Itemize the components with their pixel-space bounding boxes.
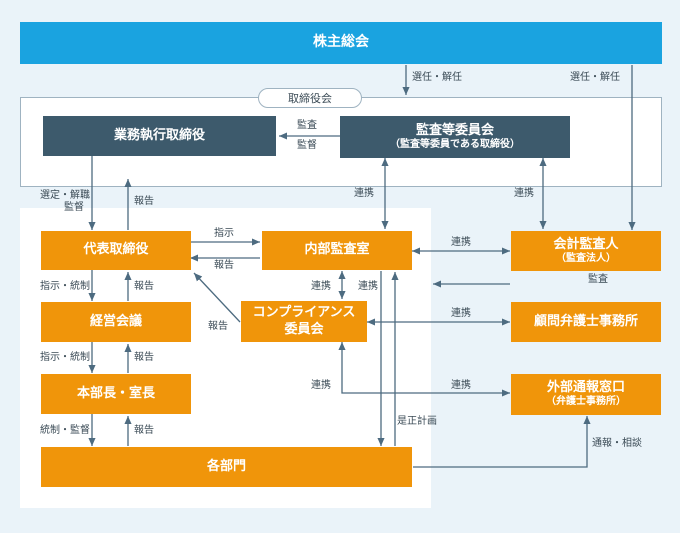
exec-directors-box: 業務執行取締役 <box>43 116 276 156</box>
management-meeting-label: 経営会議 <box>89 313 142 329</box>
departments-label: 各部門 <box>206 458 246 474</box>
internal-audit-box: 内部監査室 <box>262 231 412 270</box>
representative-director-box: 代表取締役 <box>41 231 191 270</box>
shareholders-meeting-label: 株主総会 <box>313 34 369 51</box>
label-coop-ia-comp: 連携 <box>311 281 331 292</box>
management-meeting-box: 経営会議 <box>41 302 191 342</box>
label-report-ia: 報告 <box>214 260 234 271</box>
division-heads-box: 本部長・室長 <box>41 374 191 414</box>
board-label: 取締役会 <box>288 92 332 105</box>
shareholders-meeting-box: 株主総会 <box>20 22 662 64</box>
audit-committee-box: 監査等委員会 （監査等委員である取締役） <box>340 116 570 158</box>
label-instruct-control-1: 指示・統制 <box>40 281 90 292</box>
label-control-supervise: 統制・監督 <box>40 425 90 436</box>
label-audit: 監査 <box>297 120 317 131</box>
label-coop-ia-acct: 連携 <box>451 237 471 248</box>
label-coop-ac-ia: 連携 <box>354 188 374 199</box>
board-pill: 取締役会 <box>258 88 362 108</box>
representative-director-label: 代表取締役 <box>83 242 149 258</box>
label-instruct-control-2: 指示・統制 <box>40 352 90 363</box>
label-appoint-2: 監督 <box>64 202 84 213</box>
departments-box: 各部門 <box>41 447 412 487</box>
audit-committee-label: 監査等委員会 <box>415 122 494 138</box>
accounting-auditor-box: 会計監査人 （監査法人） <box>511 231 661 271</box>
label-elect-dismiss-auditor: 選任・解任 <box>570 72 620 83</box>
label-appoint-1: 選定・解職 <box>40 190 90 201</box>
arrow-dept-whistle <box>413 416 591 468</box>
legal-counsel-label: 顧問弁護士事務所 <box>533 313 638 329</box>
exec-directors-label: 業務執行取締役 <box>113 127 205 143</box>
whistleblower-box: 外部通報窓口 （弁護士事務所） <box>511 374 661 415</box>
label-supervise: 監督 <box>297 140 317 151</box>
whistleblower-sublabel: （弁護士事務所） <box>546 396 626 408</box>
label-coop-comp-whistle-left: 連携 <box>311 380 331 391</box>
label-report-comp: 報告 <box>208 321 228 332</box>
audit-committee-sublabel: （監査等委員である取締役） <box>390 138 520 150</box>
division-heads-label: 本部長・室長 <box>76 385 155 401</box>
label-correction-plan: 是正計画 <box>397 416 437 427</box>
internal-audit-label: 内部監査室 <box>304 242 370 258</box>
label-report-div: 報告 <box>134 352 154 363</box>
label-coop-ia-dept: 連携 <box>358 281 378 292</box>
label-instruct: 指示 <box>214 228 234 239</box>
legal-counsel-box: 顧問弁護士事務所 <box>511 302 661 342</box>
label-report-board: 報告 <box>134 196 154 207</box>
label-coop-comp-legal: 連携 <box>451 308 471 319</box>
label-audit-acct: 監査 <box>588 274 608 285</box>
arrow-comp-rep <box>193 272 241 323</box>
arrow-comp-whistle <box>338 342 510 397</box>
label-coop-ac-acct: 連携 <box>514 188 534 199</box>
compliance-committee-box: コンプライアンス 委員会 <box>241 301 367 342</box>
accounting-auditor-sublabel: （監査法人） <box>556 252 616 264</box>
accounting-auditor-label: 会計監査人 <box>553 236 619 252</box>
compliance-committee-label-2: 委員会 <box>284 321 324 337</box>
label-report-consult: 通報・相談 <box>592 438 642 449</box>
label-report-mm: 報告 <box>134 281 154 292</box>
label-report-dept: 報告 <box>134 425 154 436</box>
whistleblower-label: 外部通報窓口 <box>546 380 625 396</box>
compliance-committee-label-1: コンプライアンス <box>252 305 356 321</box>
label-coop-comp-whistle-right: 連携 <box>451 380 471 391</box>
label-elect-dismiss-board: 選任・解任 <box>412 72 462 83</box>
